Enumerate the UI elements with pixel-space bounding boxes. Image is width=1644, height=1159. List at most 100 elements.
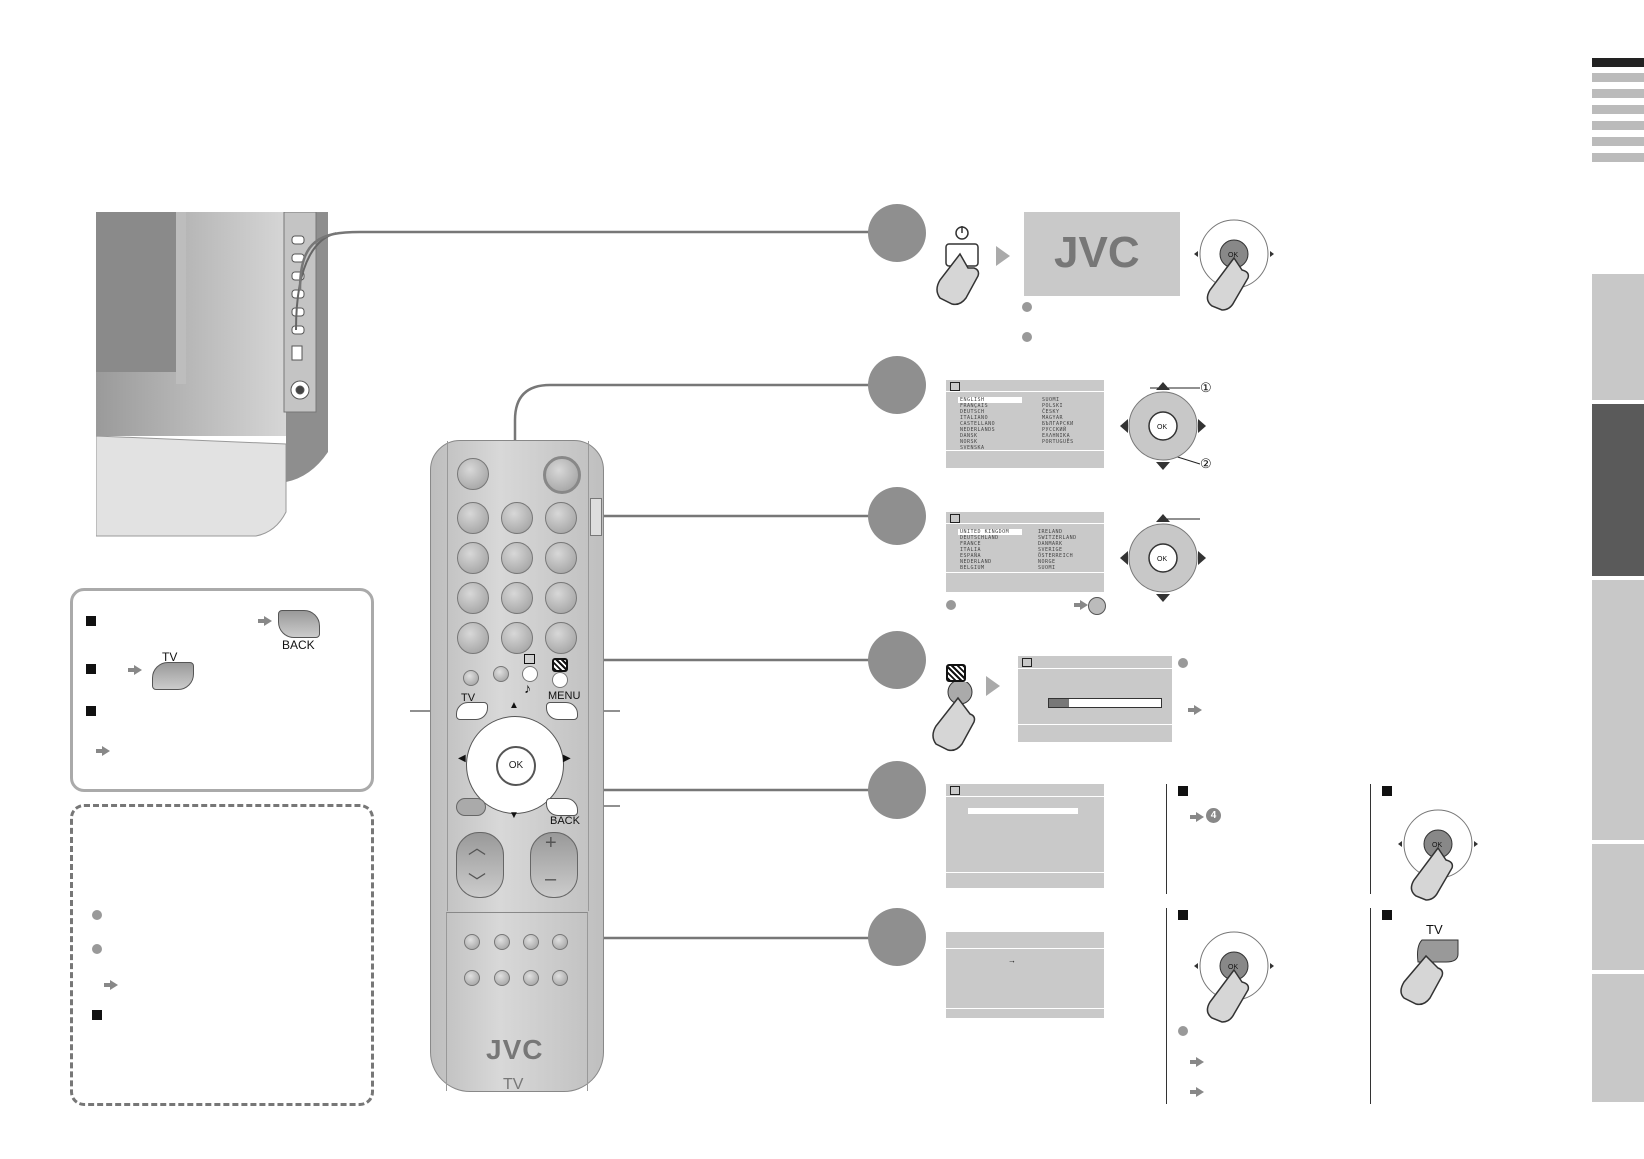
tips-bullet	[86, 616, 96, 626]
teletext-button[interactable]	[522, 666, 538, 682]
menu-option[interactable]: ITALIA	[960, 547, 982, 553]
menu-option[interactable]: РУССКИЙ	[1042, 427, 1067, 433]
edit-screen	[946, 784, 1104, 888]
menu-option[interactable]: ITALIANO	[960, 415, 989, 421]
number-button[interactable]	[457, 622, 489, 654]
number-button[interactable]	[457, 502, 489, 534]
menu-option[interactable]: ΕΛΛΗΝΙΚΑ	[1042, 433, 1071, 439]
menu-option[interactable]: ESPAÑA	[960, 553, 982, 559]
channel-down-icon: ﹀	[468, 872, 486, 892]
language-highlight	[958, 397, 1022, 403]
country-highlight	[958, 529, 1022, 535]
menu-option[interactable]: DEUTSCH	[960, 409, 985, 415]
menu-option[interactable]: BELGIUM	[960, 565, 985, 571]
menu-option[interactable]: БЪЛГАРСКИ	[1042, 421, 1074, 427]
small-button[interactable]	[552, 934, 568, 950]
number-button[interactable]	[545, 622, 577, 654]
menu-option[interactable]: FRANÇAIS	[960, 403, 989, 409]
number-button[interactable]	[545, 542, 577, 574]
menu-option[interactable]: UNITED KINGDOM	[960, 529, 1010, 535]
section-tab[interactable]	[1592, 844, 1644, 970]
number-button[interactable]	[501, 582, 533, 614]
section-tab-active[interactable]	[1592, 404, 1644, 576]
menu-option[interactable]: DANMARK	[1038, 541, 1063, 547]
menu-option[interactable]: MAGYAR	[1042, 415, 1064, 421]
arrow-icon	[1190, 1087, 1204, 1097]
selected-row[interactable]	[968, 808, 1078, 814]
menu-icon	[950, 514, 960, 523]
index-bar	[1592, 137, 1644, 146]
small-button[interactable]	[552, 970, 568, 986]
tv-label: TV	[461, 692, 476, 704]
menu-option[interactable]: NORGE	[1038, 559, 1056, 565]
menu-button[interactable]	[546, 702, 578, 720]
menu-option[interactable]: IRELAND	[1038, 529, 1063, 535]
tv-key-illustration[interactable]	[152, 662, 194, 690]
note-bullet	[1178, 658, 1188, 668]
small-button[interactable]	[463, 670, 479, 686]
number-button[interactable]	[501, 622, 533, 654]
menu-option[interactable]: NORSK	[960, 439, 978, 445]
section-tab[interactable]	[1592, 974, 1644, 1102]
number-button[interactable]	[457, 542, 489, 574]
tv-button[interactable]	[456, 702, 488, 720]
back-button[interactable]	[546, 798, 578, 816]
menu-option[interactable]: SVENSKA	[960, 445, 985, 451]
menu-option[interactable]: PORTUGUÊS	[1042, 439, 1074, 445]
number-button[interactable]	[457, 582, 489, 614]
number-button[interactable]	[545, 502, 577, 534]
channel-rocker[interactable]	[456, 832, 504, 898]
svg-text:OK: OK	[1432, 842, 1442, 849]
menu-option[interactable]: FRANCE	[960, 541, 982, 547]
small-button[interactable]	[464, 934, 480, 950]
svg-text:OK: OK	[1228, 252, 1238, 259]
back-key-illustration[interactable]	[278, 610, 320, 638]
menu-option[interactable]: ČESKY	[1042, 409, 1060, 415]
arrow-icon: →	[1008, 956, 1016, 965]
option-bullet	[1382, 910, 1392, 920]
standby-button[interactable]	[457, 458, 489, 490]
small-button[interactable]	[523, 970, 539, 986]
menu-option[interactable]: CASTELLANO	[960, 421, 996, 427]
number-button[interactable]	[545, 582, 577, 614]
picture-mode-button[interactable]	[552, 672, 568, 688]
function-button[interactable]	[456, 798, 486, 816]
menu-option[interactable]: SUOMI	[1042, 397, 1060, 403]
menu-icon	[950, 786, 960, 795]
small-button[interactable]	[464, 970, 480, 986]
menu-option[interactable]: DEUTSCHLAND	[960, 535, 999, 541]
volume-rocker[interactable]	[530, 832, 578, 898]
menu-option[interactable]: NEDERLAND	[960, 559, 992, 565]
nav-pad-select-illustration: OK	[1120, 382, 1206, 470]
small-button[interactable]	[523, 934, 539, 950]
confirm-screen: →	[946, 932, 1104, 1018]
ok-button[interactable]: OK	[496, 746, 536, 786]
menu-option[interactable]: SWITZERLAND	[1038, 535, 1077, 541]
section-tab[interactable]	[1592, 274, 1644, 400]
small-button[interactable]	[494, 934, 510, 950]
power-button[interactable]	[543, 456, 581, 494]
menu-option[interactable]: POLSKI	[1042, 403, 1064, 409]
right-arrow-icon: ▶	[563, 753, 571, 764]
number-button[interactable]	[501, 502, 533, 534]
svg-text:OK: OK	[1157, 556, 1167, 563]
down-arrow-icon: ▼	[509, 810, 519, 821]
section-tab[interactable]	[1592, 580, 1644, 840]
menu-option[interactable]: ÖSTERREICH	[1038, 553, 1074, 559]
menu-option[interactable]: SVERIGE	[1038, 547, 1063, 553]
menu-option[interactable]: ENGLISH	[960, 397, 985, 403]
menu-option[interactable]: SUOMI	[1038, 565, 1056, 571]
progress-fill	[1049, 699, 1069, 707]
up-arrow-icon: ▲	[509, 700, 519, 711]
small-button[interactable]	[494, 970, 510, 986]
menu-option[interactable]: NEDERLANDS	[960, 427, 996, 433]
step-1-circle	[868, 204, 926, 262]
number-button[interactable]	[501, 542, 533, 574]
small-button[interactable]	[493, 666, 509, 682]
menu-option[interactable]: DANSK	[960, 433, 978, 439]
